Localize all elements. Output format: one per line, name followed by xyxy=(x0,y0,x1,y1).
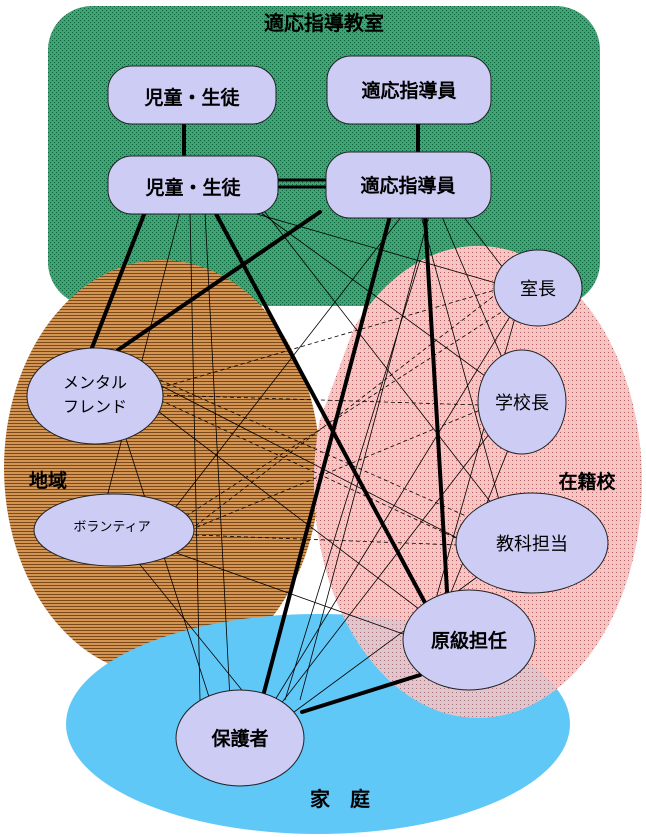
school-region-overlay xyxy=(314,246,642,718)
node-student-label: 児童・生徒 xyxy=(144,176,241,199)
node-counselor[interactable]: 適応指導員 xyxy=(325,151,492,219)
dashed-connectors xyxy=(159,289,521,546)
node-mental-friend-label-1: メンタル xyxy=(63,373,127,392)
double-connector xyxy=(278,178,328,189)
node-mental-friend[interactable]: メンタル フレンド xyxy=(26,347,164,445)
node-counselor-label: 適応指導員 xyxy=(360,174,455,197)
node-counselor-top[interactable]: 適応指導員 xyxy=(326,55,492,125)
school-region-label: 在籍校 xyxy=(558,470,616,493)
node-volunteer-label: ボランティア xyxy=(73,520,150,535)
node-student-top[interactable]: 児童・生徒 xyxy=(107,65,277,125)
node-student[interactable]: 児童・生徒 xyxy=(107,155,279,215)
node-counselor-top-label: 適応指導員 xyxy=(361,79,456,102)
node-student-top-label: 児童・生徒 xyxy=(143,86,240,109)
node-mental-friend-label-2: フレンド xyxy=(63,397,127,416)
node-volunteer[interactable]: ボランティア xyxy=(33,493,195,567)
node-subject-teacher[interactable]: 教科担当 xyxy=(455,492,609,594)
node-subject-teacher-label: 教科担当 xyxy=(496,534,568,555)
thick-connectors xyxy=(86,122,450,714)
node-guardian[interactable]: 保護者 xyxy=(175,689,305,787)
node-room-head-label: 室長 xyxy=(520,279,556,300)
node-principal-label: 学校長 xyxy=(495,393,549,414)
community-region-label: 地域 xyxy=(29,469,67,492)
classroom-region-label: 適応指導教室 xyxy=(264,11,384,35)
node-homeroom-teacher[interactable]: 原級担任 xyxy=(402,589,536,691)
node-guardian-label: 保護者 xyxy=(210,727,268,750)
node-principal[interactable]: 学校長 xyxy=(477,349,567,455)
home-region-label: 家 庭 xyxy=(310,787,370,811)
node-room-head[interactable]: 室長 xyxy=(493,249,583,327)
thin-connectors xyxy=(95,211,521,716)
node-homeroom-teacher-label: 原級担任 xyxy=(431,629,507,652)
